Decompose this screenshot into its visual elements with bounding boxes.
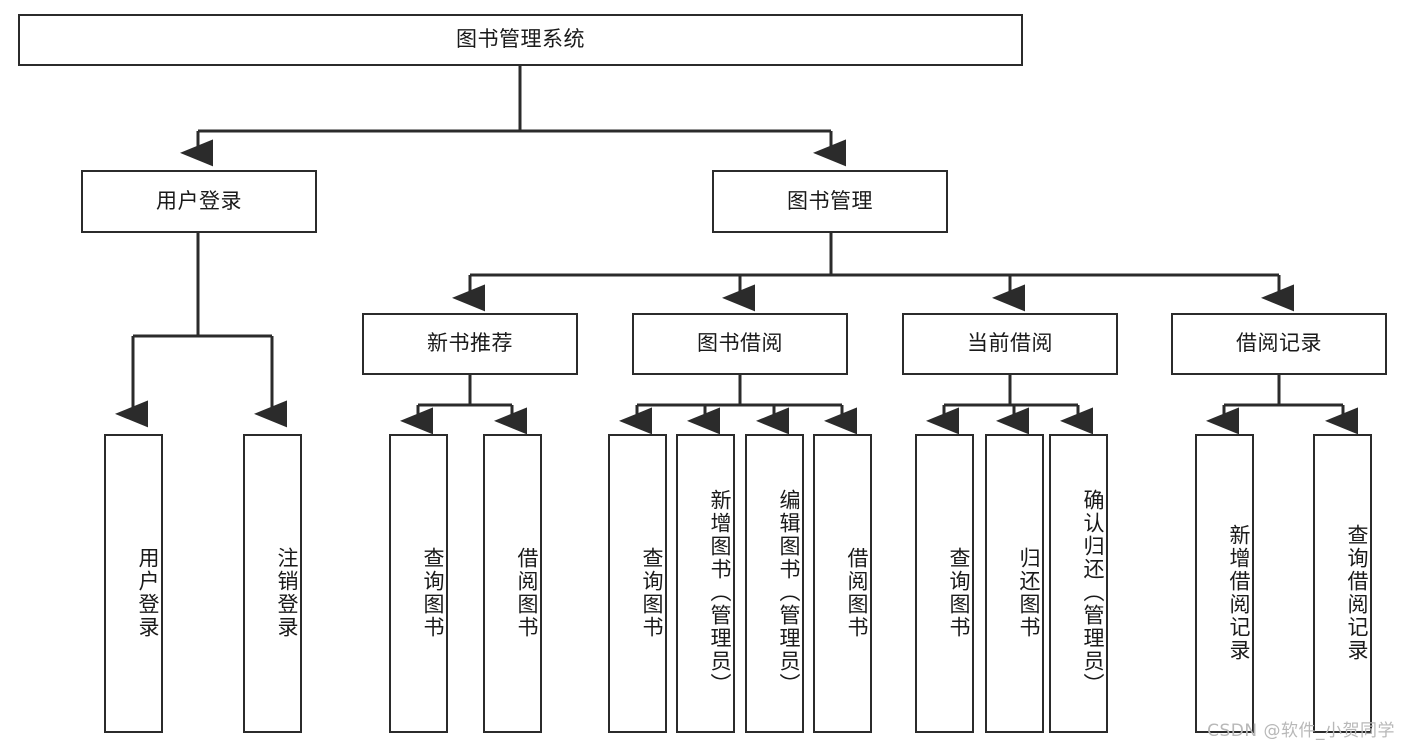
leaf-edit-book[interactable]: 编辑图书（管理员） <box>745 434 804 733</box>
node-label: 用户登录 <box>136 546 160 639</box>
node-label: 查询图书 <box>421 546 445 639</box>
node-user-login[interactable]: 用户登录 <box>81 170 317 233</box>
node-label: 借阅图书 <box>515 546 539 639</box>
node-book-management[interactable]: 图书管理 <box>712 170 948 233</box>
node-label: 确认归还（管理员） <box>1081 489 1105 696</box>
node-label: 查询图书 <box>640 546 664 639</box>
leaf-user-login[interactable]: 用户登录 <box>104 434 163 733</box>
leaf-borrow-book-2[interactable]: 借阅图书 <box>813 434 872 733</box>
node-label: 图书管理系统 <box>456 27 585 52</box>
node-book-borrow[interactable]: 图书借阅 <box>632 313 848 375</box>
node-label: 新增借阅记录 <box>1227 523 1251 662</box>
node-label: 新增图书（管理员） <box>708 489 732 696</box>
node-label: 编辑图书（管理员） <box>777 489 801 696</box>
node-label: 注销登录 <box>275 546 299 639</box>
node-borrow-record[interactable]: 借阅记录 <box>1171 313 1387 375</box>
leaf-query-book-3[interactable]: 查询图书 <box>915 434 974 733</box>
leaf-query-book-2[interactable]: 查询图书 <box>608 434 667 733</box>
leaf-borrow-book-1[interactable]: 借阅图书 <box>483 434 542 733</box>
csdn-watermark: CSDN @软件_小贺同学 <box>1207 721 1395 741</box>
node-label: 图书管理 <box>787 188 873 213</box>
node-label: 归还图书 <box>1017 546 1041 639</box>
node-label: 借阅记录 <box>1236 331 1322 356</box>
node-label: 图书借阅 <box>697 331 783 356</box>
leaf-query-record[interactable]: 查询借阅记录 <box>1313 434 1372 733</box>
leaf-add-record[interactable]: 新增借阅记录 <box>1195 434 1254 733</box>
leaf-query-book-1[interactable]: 查询图书 <box>389 434 448 733</box>
leaf-add-book[interactable]: 新增图书（管理员） <box>676 434 735 733</box>
node-current-borrow[interactable]: 当前借阅 <box>902 313 1118 375</box>
node-label: 借阅图书 <box>845 546 869 639</box>
leaf-return-book[interactable]: 归还图书 <box>985 434 1044 733</box>
node-label: 查询借阅记录 <box>1345 523 1369 662</box>
leaf-logout[interactable]: 注销登录 <box>243 434 302 733</box>
node-new-book-recommend[interactable]: 新书推荐 <box>362 313 578 375</box>
leaf-confirm-return[interactable]: 确认归还（管理员） <box>1049 434 1108 733</box>
node-label: 查询图书 <box>947 546 971 639</box>
node-root-system[interactable]: 图书管理系统 <box>18 14 1023 66</box>
node-label: 用户登录 <box>156 188 242 213</box>
node-label: 当前借阅 <box>967 331 1053 356</box>
node-label: 新书推荐 <box>427 331 513 356</box>
